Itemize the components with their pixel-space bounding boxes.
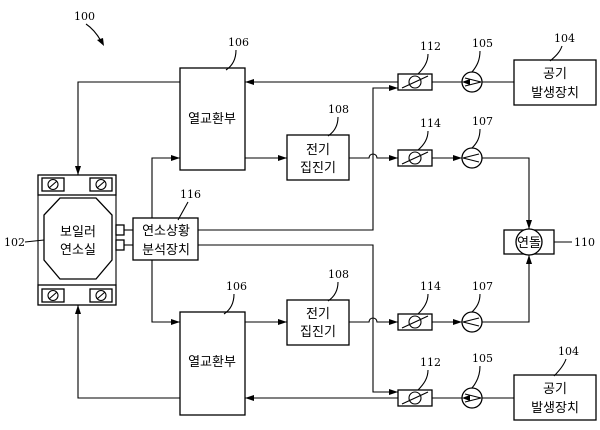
precipitator-bottom-line2: 집진기	[300, 325, 336, 340]
fan-exhaust-top	[462, 148, 482, 168]
precipitator-top-ref: 108	[328, 103, 349, 116]
system-ref-pointer	[86, 24, 101, 41]
fan-air-top-ref: 105	[472, 37, 493, 50]
air-generator-top-line1: 공기	[543, 67, 567, 82]
analyzer-ref-label: 116	[180, 188, 201, 201]
damper-exhaust-bottom-ref: 114	[420, 280, 441, 293]
damper-exhaust-top	[398, 150, 432, 166]
fan-exhaust-bottom-ref: 107	[472, 280, 493, 293]
boiler-label-line1: 보일러	[60, 225, 96, 240]
boiler-ref-label: 102	[4, 236, 25, 249]
stack-ref-label: 110	[574, 236, 595, 249]
heat-exchanger-top-ref: 106	[228, 36, 249, 49]
precipitator-top-line1: 전기	[306, 143, 330, 158]
damper-air-bottom-ref: 112	[420, 356, 441, 369]
precipitator-top-line2: 집진기	[300, 161, 336, 176]
air-generator-top-ref: 104	[554, 32, 575, 45]
air-generator-bottom-line2: 발생장치	[531, 401, 579, 416]
fan-air-bottom-ref: 105	[472, 352, 493, 365]
system-ref-arrowhead	[97, 38, 104, 46]
analyzer-label-line1: 연소상황	[142, 224, 190, 239]
precipitator-bottom-ref: 108	[328, 268, 349, 281]
heat-exchanger-bottom-label: 열교환부	[188, 355, 236, 370]
fan-exhaust-top-ref: 107	[472, 115, 493, 128]
heat-exchanger-top-label: 열교환부	[188, 112, 236, 127]
system-ref-label: 100	[74, 10, 95, 23]
boiler-label-line2: 연소실	[60, 243, 96, 258]
analyzer-label-line2: 분석장치	[142, 243, 190, 258]
damper-air-top	[398, 74, 432, 90]
damper-air-top-ref: 112	[420, 40, 441, 53]
boiler-combustion-chamber: 보일러 연소실	[38, 175, 124, 305]
stack: 연돌	[504, 229, 554, 255]
damper-exhaust-top-ref: 114	[420, 117, 441, 130]
precipitator-bottom-line1: 전기	[306, 307, 330, 322]
air-generator-bottom-line1: 공기	[543, 382, 567, 397]
air-generator-top-line2: 발생장치	[531, 86, 579, 101]
damper-air-bottom	[398, 390, 432, 406]
fan-exhaust-bottom	[462, 312, 482, 332]
damper-exhaust-bottom	[398, 314, 432, 330]
stack-label: 연돌	[517, 236, 541, 251]
air-generator-bottom-ref: 104	[558, 345, 579, 358]
heat-exchanger-bottom-ref: 106	[226, 280, 247, 293]
